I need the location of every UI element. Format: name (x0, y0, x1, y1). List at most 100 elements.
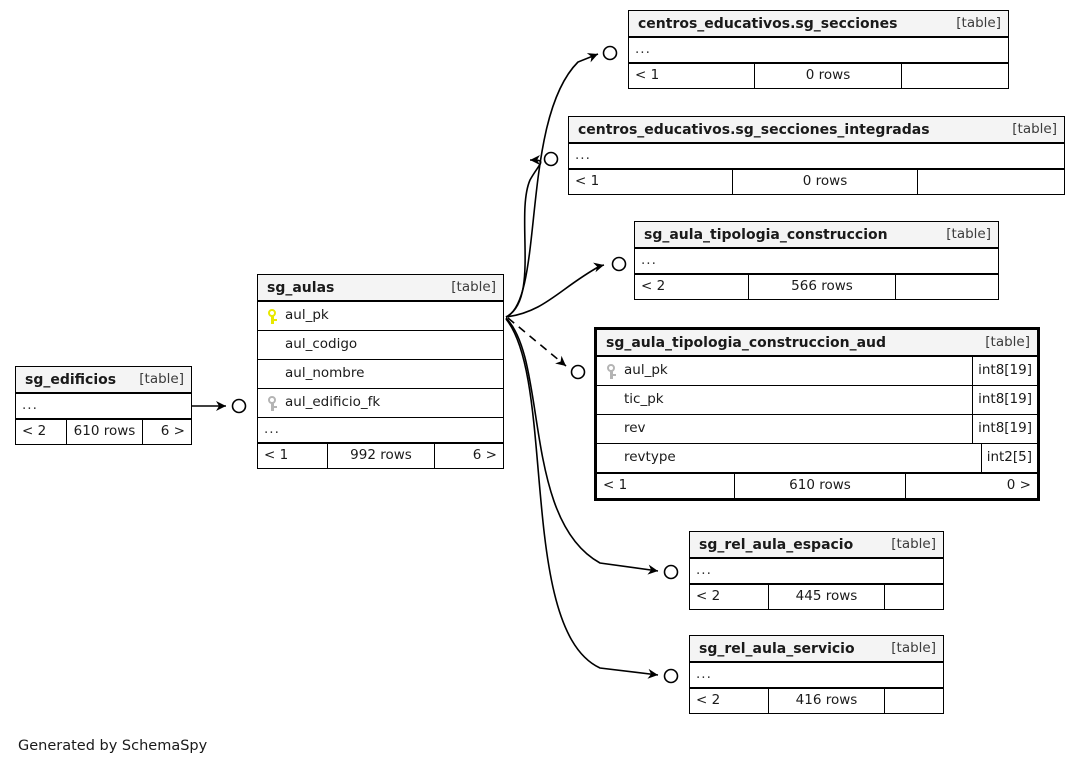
table-header: sg_rel_aula_servicio [table] (690, 636, 943, 663)
column-name-cell: revtype (597, 451, 981, 466)
column-name: aul_pk (624, 363, 668, 379)
edge-sg_aulas-to-sg_aula_tipologia_construccion_aud (507, 317, 567, 367)
edge-endpoint-circle (602, 45, 618, 61)
foreign-key-icon (605, 363, 618, 379)
column-name-cell: aul_edificio_fk (258, 395, 503, 411)
table-title: sg_aula_tipologia_construccion (644, 226, 888, 243)
table-columns-ellipsis: ... (690, 559, 943, 584)
edge-sg_aulas-to-sg_secciones_integradas (505, 155, 542, 318)
edge-endpoint-circle (663, 564, 679, 580)
table-footer: < 2 566 rows (635, 274, 998, 299)
table-columns-ellipsis: ... (569, 144, 1064, 169)
column-name-cell: rev (597, 422, 972, 437)
column-name: aul_codigo (285, 337, 358, 353)
column-type: int8[19] (972, 415, 1037, 443)
no-key-spacer (266, 338, 279, 353)
table-column-row[interactable]: aul_pk (258, 302, 503, 331)
column-name-cell: aul_nombre (258, 367, 503, 382)
edge-endpoint-circle (611, 256, 627, 272)
footer-children-count: 6 > (472, 447, 497, 464)
table-columns-ellipsis: ... (16, 394, 191, 419)
footer-children-count: 0 > (1006, 477, 1031, 494)
table-kind-label: [table] (946, 225, 991, 242)
table-node-sg_edificios[interactable]: sg_edificios [table] ... < 2 610 rows 6 … (15, 366, 192, 445)
column-name-cell: aul_codigo (258, 338, 503, 353)
footer-parents-count: < 2 (696, 588, 721, 605)
table-column-row[interactable]: aul_pk int8[19] (597, 357, 1037, 386)
column-name: aul_pk (285, 308, 329, 324)
table-title: sg_aula_tipologia_construccion_aud (606, 334, 887, 351)
table-title: centros_educativos.sg_secciones (638, 15, 898, 32)
column-name: revtype (624, 450, 676, 466)
table-title: sg_rel_aula_servicio (699, 640, 855, 657)
edge-sg_aulas-to-sg_aula_tipologia_construccion (505, 262, 605, 318)
footer-children-count (902, 64, 1008, 88)
table-header: sg_edificios [table] (16, 367, 191, 394)
table-columns-ellipsis: ... (258, 418, 503, 443)
diagram-caption: Generated by SchemaSpy (18, 738, 208, 754)
footer-row-count: 992 rows (327, 444, 435, 468)
table-kind-label: [table] (451, 278, 496, 295)
table-node-sg_secciones[interactable]: centros_educativos.sg_secciones [table] … (628, 10, 1009, 89)
table-footer: < 1 610 rows 0 > (597, 473, 1037, 498)
footer-parents-count: < 2 (641, 278, 666, 295)
table-columns-ellipsis: ... (635, 249, 998, 274)
no-key-spacer (605, 393, 618, 408)
column-name: rev (624, 421, 646, 437)
no-key-spacer (605, 422, 618, 437)
table-column-row[interactable]: aul_codigo (258, 331, 503, 360)
table-column-row[interactable]: revtype int2[5] (597, 444, 1037, 473)
footer-children-count (918, 170, 1064, 194)
edge-endpoint-circle (570, 364, 586, 380)
footer-parents-count: < 1 (264, 447, 289, 464)
no-key-spacer (605, 451, 618, 466)
column-name: aul_edificio_fk (285, 395, 381, 411)
edge-endpoint-circle (543, 151, 559, 167)
table-column-row[interactable]: rev int8[19] (597, 415, 1037, 444)
footer-row-count: 0 rows (754, 64, 902, 88)
table-node-sg_aula_tipologia_construccion[interactable]: sg_aula_tipologia_construccion [table] .… (634, 221, 999, 300)
table-header: sg_rel_aula_espacio [table] (690, 532, 943, 559)
column-name-cell: aul_pk (597, 363, 972, 379)
footer-parents-count: < 2 (22, 423, 47, 440)
table-column-row[interactable]: tic_pk int8[19] (597, 386, 1037, 415)
footer-parents-count: < 2 (696, 692, 721, 709)
column-name: aul_nombre (285, 366, 365, 382)
footer-row-count: 416 rows (768, 689, 885, 713)
table-column-row[interactable]: aul_nombre (258, 360, 503, 389)
footer-children-count (885, 689, 943, 713)
primary-key-icon (266, 308, 279, 324)
table-columns-ellipsis: ... (690, 663, 943, 688)
footer-children-count (885, 585, 943, 609)
foreign-key-icon (266, 395, 279, 411)
table-node-sg_aulas[interactable]: sg_aulas [table] aul_pk aul_codigo aul_n… (257, 274, 504, 469)
table-title: sg_rel_aula_espacio (699, 536, 854, 553)
table-footer: < 2 610 rows 6 > (16, 419, 191, 444)
table-column-row[interactable]: aul_edificio_fk (258, 389, 503, 418)
footer-row-count: 610 rows (66, 420, 143, 444)
column-type: int8[19] (972, 386, 1037, 414)
table-header: sg_aulas [table] (258, 275, 503, 302)
footer-parents-count: < 1 (635, 67, 660, 84)
table-node-sg_rel_aula_espacio[interactable]: sg_rel_aula_espacio [table] ... < 2 445 … (689, 531, 944, 610)
table-footer: < 1 992 rows 6 > (258, 443, 503, 468)
table-header: centros_educativos.sg_secciones [table] (629, 11, 1008, 38)
table-columns-ellipsis: ... (629, 38, 1008, 63)
edge-endpoint-circle (663, 668, 679, 684)
column-name-cell: tic_pk (597, 393, 972, 408)
table-node-sg_aula_tipologia_construccion_aud[interactable]: sg_aula_tipologia_construccion_aud [tabl… (594, 327, 1040, 501)
footer-row-count: 610 rows (734, 474, 906, 498)
column-type: int2[5] (980, 444, 1037, 472)
table-node-sg_secciones_integradas[interactable]: centros_educativos.sg_secciones_integrad… (568, 116, 1065, 195)
edge-endpoint-circle (231, 398, 247, 414)
footer-row-count: 0 rows (732, 170, 918, 194)
footer-parents-count: < 1 (575, 173, 600, 190)
table-node-sg_rel_aula_servicio[interactable]: sg_rel_aula_servicio [table] ... < 2 416… (689, 635, 944, 714)
table-title: sg_aulas (267, 279, 335, 296)
table-title: centros_educativos.sg_secciones_integrad… (578, 121, 930, 138)
table-kind-label: [table] (1012, 120, 1057, 137)
footer-row-count: 445 rows (768, 585, 885, 609)
column-name: tic_pk (624, 392, 664, 408)
table-footer: < 2 445 rows (690, 584, 943, 609)
